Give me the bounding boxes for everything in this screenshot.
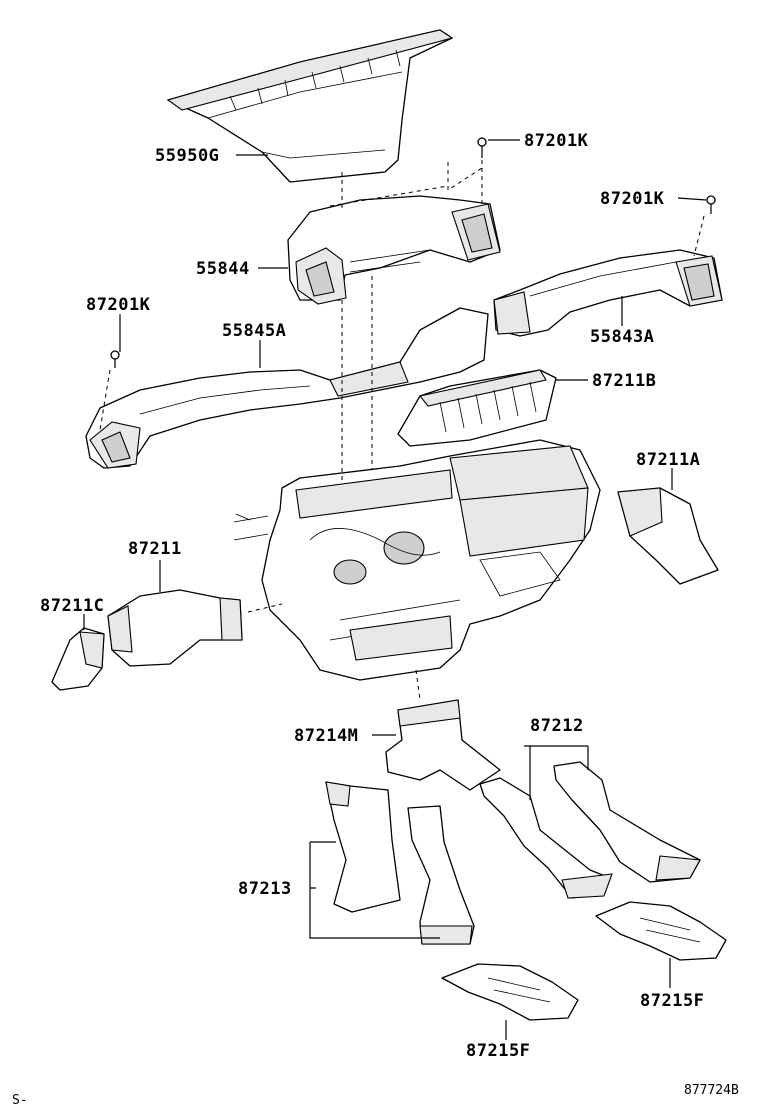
duct-55845a[interactable]	[85, 307, 489, 469]
drawing-number: 877724B	[684, 1083, 739, 1098]
label-87201k-left: 87201K	[86, 295, 151, 315]
label-87211b: 87211B	[592, 371, 656, 391]
duct-55843a[interactable]	[493, 249, 723, 337]
label-87215f-right: 87215F	[640, 991, 704, 1011]
panel-55950g[interactable]	[166, 29, 454, 183]
label-87201k-right: 87201K	[600, 189, 665, 209]
duct-87213-right[interactable]	[407, 805, 475, 945]
screw-87201k-right[interactable]	[706, 195, 716, 214]
label-87214m: 87214M	[294, 726, 358, 746]
label-55843a: 55843A	[590, 327, 654, 347]
label-87211: 87211	[128, 539, 182, 559]
label-87211c: 87211C	[40, 596, 104, 616]
label-87215f-bottom: 87215F	[466, 1041, 530, 1061]
label-87213: 87213	[238, 879, 292, 899]
label-87211a: 87211A	[636, 450, 700, 470]
duct-87212-right[interactable]	[553, 761, 701, 883]
duct-55844[interactable]	[287, 195, 501, 305]
vent-87215f-bottom[interactable]	[441, 963, 579, 1021]
duct-87211a[interactable]	[617, 487, 719, 585]
footer-mark: S-	[12, 1093, 28, 1108]
label-55845a: 55845A	[222, 321, 286, 341]
label-87212: 87212	[530, 716, 584, 736]
duct-87211c[interactable]	[51, 627, 105, 691]
duct-87211[interactable]	[107, 589, 243, 667]
assembly-lines	[99, 160, 705, 701]
duct-87213-left[interactable]	[325, 781, 401, 913]
screw-87201k-top[interactable]	[477, 137, 487, 158]
label-55950g: 55950G	[155, 146, 219, 166]
duct-87214m[interactable]	[385, 699, 501, 791]
label-55844: 55844	[196, 259, 250, 279]
hvac-unit[interactable]	[233, 439, 601, 681]
vent-87215f-right[interactable]	[595, 901, 727, 961]
grille-87211b[interactable]	[397, 369, 557, 447]
screw-87201k-left[interactable]	[110, 350, 120, 368]
label-87201k-top: 87201K	[524, 131, 589, 151]
leader-lines	[83, 139, 707, 1040]
